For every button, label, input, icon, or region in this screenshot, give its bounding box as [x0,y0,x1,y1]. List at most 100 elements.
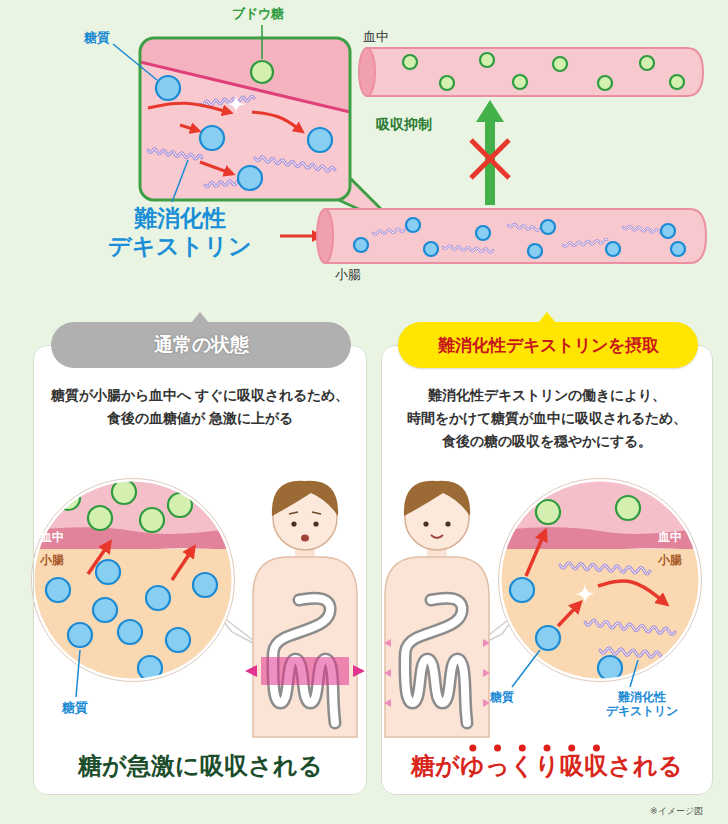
sugar-molecule [308,128,332,152]
flow-arrow [180,125,196,130]
leader-line [261,25,263,59]
flow-arrow [172,550,192,580]
gut-outline [405,598,467,723]
glucose-molecule [403,55,417,69]
block-mark [471,140,509,178]
flow-arrow [88,545,108,574]
glucose-molecule [616,496,640,520]
part-label: 小腸 [40,553,64,567]
dextrin-fiber-highlight [443,246,493,253]
leader-line [113,44,157,80]
sugar-molecule [424,242,438,256]
dextrin-fiber [443,246,493,253]
intestine-wall [140,62,350,112]
torso [385,557,489,737]
glucose-molecule [112,480,136,504]
mouth [431,535,443,538]
flow-arrow [558,605,578,626]
sugar-molecule [476,226,490,240]
dextrin-fiber-highlight [200,96,254,106]
header-pill: 難消化性デキストリンを摂取 [398,322,698,368]
mouth [301,535,309,542]
panel-heading: 難消化性デキストリンを摂取 [438,334,659,357]
part-label: ブドウ糖 [232,6,284,22]
sugar-molecule [156,76,180,100]
tube-body [325,209,706,263]
sugar-molecule [93,598,117,622]
part-label: 糖質 [84,30,110,46]
eye [423,521,428,526]
eye [445,521,450,526]
glucose-molecule [251,61,273,83]
sugar-molecule [200,126,224,150]
panel-summary: 糖がゆっくり吸収される [382,750,712,781]
panel-summary: 糖が急激に吸収される [34,750,366,781]
dextrin-fiber-highlight [255,157,335,171]
gentle-arrow [384,639,391,647]
flow-arrow [252,112,300,130]
emphasis-dot [519,745,526,752]
sugar-molecule [166,628,190,652]
torso [253,557,357,737]
sugar-molecule [528,244,542,258]
sugar-molecule [510,578,534,602]
panel-text: 糖質が小腸から血中へ すぐに吸収されるため、食後の血糖値が 急激に上がる [50,384,350,430]
glucose-molecule [440,76,454,90]
leader-line [76,650,80,697]
sugar-molecule [406,218,420,232]
blood-side [140,38,350,112]
squeeze-arrow [353,665,365,677]
gentle-arrow [384,699,391,707]
sugar-molecule [536,626,560,650]
gentle-arrow [483,639,490,647]
tube-body [367,48,703,96]
dextrin-fiber [148,149,202,159]
squeeze-arrow [245,665,257,677]
zoom-ring [33,480,233,680]
zoom-ring-edge [499,479,702,682]
glucose-molecule [553,57,567,71]
sugar-molecule [354,238,368,252]
dextrin-fiber [255,157,335,171]
blood-vessel: 血中 [355,26,707,100]
glucose-molecule [670,75,684,89]
glucose-molecule [480,53,494,67]
sugar-molecule [118,620,142,644]
dextrin-fiber-highlight [148,149,202,159]
vessel-shape [355,26,707,100]
tube-opening [359,48,375,96]
panel-text: 難消化性デキストリンの働きにより、 時間をかけて糖質が血中に吸収されるため、 食… [391,384,703,453]
panel-ground [381,345,713,795]
small-intestine: 小腸 [313,205,710,289]
emphasis-dot [494,745,501,752]
eye [291,521,296,526]
hair [272,481,338,516]
tube-opening [317,209,333,263]
person [384,481,490,737]
zoom-ring-edge [32,479,235,682]
dextrin-fiber [200,96,254,106]
callout-border [140,38,350,200]
glucose-molecule [536,500,560,524]
gut [405,598,467,723]
emphasis-dot [568,745,575,752]
part-label: 血中 [40,530,64,544]
note: ※イメージ図 [650,806,703,817]
callout-box [140,38,350,200]
leader-line [172,160,188,202]
sugar-molecule [68,623,92,647]
intestine-area [33,549,233,684]
glucose-molecule [140,508,164,532]
vessel-shape [313,205,710,289]
leader-line [630,660,638,687]
info-panel: 難消化性デキストリンの働きにより、 時間をかけて糖質が血中に吸収されるため、 食… [381,345,713,795]
spark [226,94,246,114]
sugar-molecule [193,573,217,597]
eye [313,521,318,526]
part-label: 血中 [658,530,682,544]
brow [289,512,321,514]
block-stroke [471,140,509,178]
block-stroke [471,140,509,178]
leader-line [512,650,540,687]
